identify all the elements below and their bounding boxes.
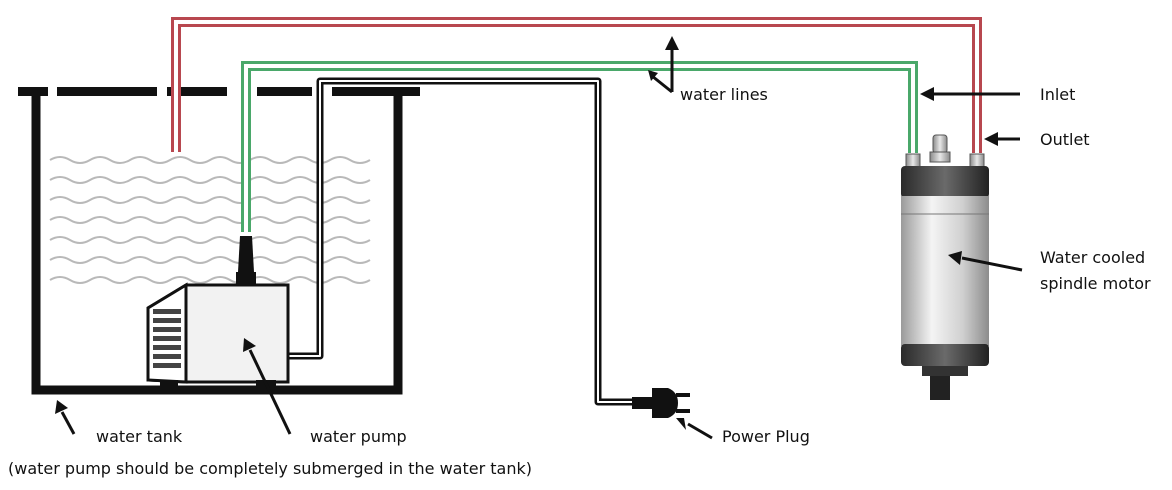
water-waves [49, 156, 371, 284]
spindle-label-line1: Water cooled [1040, 248, 1146, 267]
outlet-label: Outlet [1040, 130, 1090, 149]
inlet-arrow [920, 87, 1020, 101]
water-pump-label: water pump [310, 427, 407, 446]
arrows [55, 36, 1023, 440]
outlet-water-line [171, 17, 982, 153]
note-label: (water pump should be completely submerg… [8, 459, 532, 478]
power-plug-arrow [676, 418, 713, 440]
water-lines-label: water lines [680, 85, 768, 104]
water-tank-arrow [55, 400, 76, 435]
spindle-label-line2: spindle motor [1040, 274, 1151, 293]
inlet-label: Inlet [1040, 85, 1076, 104]
water-tank [18, 87, 420, 395]
power-cable [288, 77, 640, 406]
inlet-water-line [241, 61, 918, 232]
water-lines-arrow [648, 36, 679, 94]
spindle-motor [901, 134, 989, 400]
power-plug-label: Power Plug [722, 427, 810, 446]
water-tank-label: water tank [96, 427, 183, 446]
water-pump-arrow [243, 338, 292, 435]
spindle-arrow [948, 251, 1023, 272]
outlet-arrow [984, 132, 1020, 146]
power-plug [632, 388, 690, 418]
water-pump [146, 236, 290, 388]
